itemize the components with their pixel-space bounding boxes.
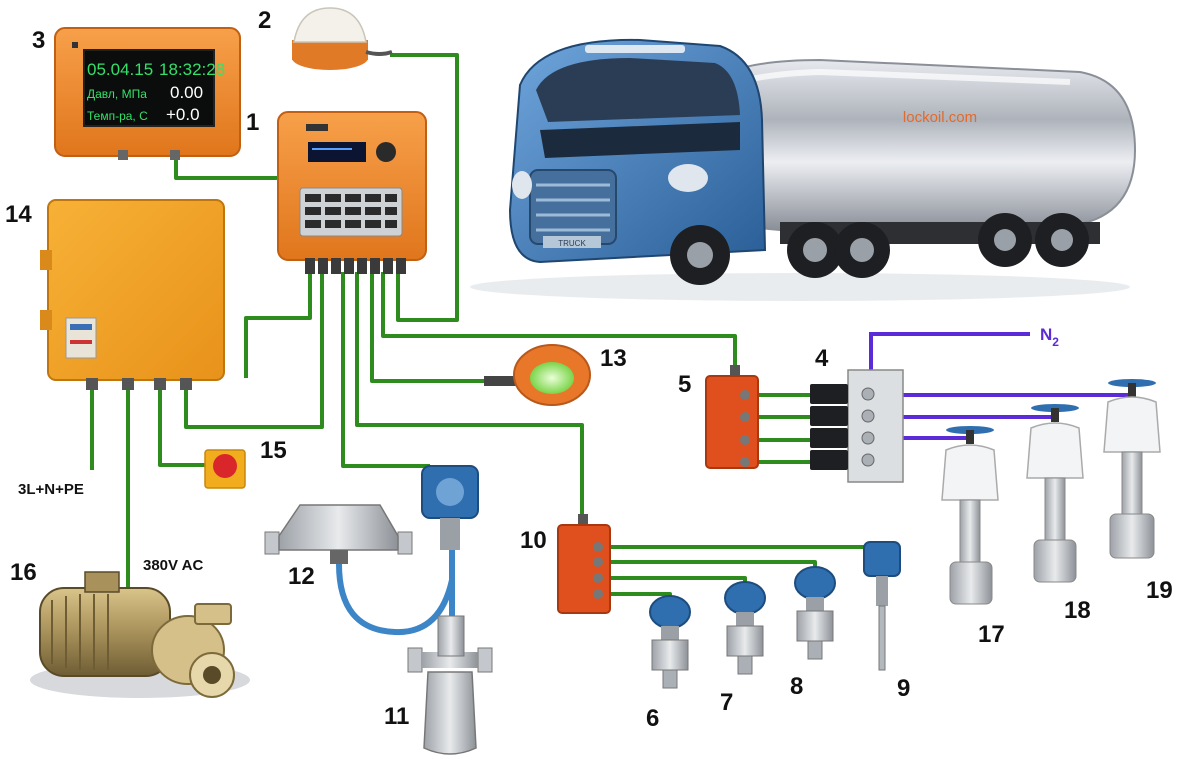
component-number-pump-motor: 16 xyxy=(10,559,37,586)
control-valve-b xyxy=(1026,404,1084,583)
junction-box-a xyxy=(705,365,759,469)
control-valve-a xyxy=(941,426,999,605)
component-number-emergency-stop: 15 xyxy=(260,437,287,464)
wire-controller-to-jbox5 xyxy=(381,272,737,372)
component-number-temperature-sensor: 9 xyxy=(897,675,910,702)
display-row2-label: Темп-ра, С xyxy=(87,109,148,123)
component-number-pressure-transmitter-c: 8 xyxy=(790,673,803,700)
pressure-transmitter-b xyxy=(724,581,766,675)
display-row1-value: 0.00 xyxy=(170,83,203,102)
component-number-junction-box-b: 10 xyxy=(520,527,547,554)
emergency-stop xyxy=(204,449,246,489)
component-number-display-panel: 3 xyxy=(32,27,45,54)
component-number-power-cabinet: 14 xyxy=(5,201,32,228)
temperature-sensor xyxy=(863,541,901,671)
n2-label: N2 xyxy=(1040,325,1059,349)
mass-flowmeter xyxy=(264,504,455,636)
wire-cabinet-to-estop xyxy=(158,388,205,467)
wire-controller-to-cabinet xyxy=(244,272,312,378)
wire-display-to-controller xyxy=(174,150,278,180)
wire-controller-to-lamp xyxy=(370,272,488,383)
component-number-valve-manifold: 4 xyxy=(815,345,829,372)
n2-supply-line xyxy=(869,332,1030,378)
wire-jbox10-to-sensor7 xyxy=(610,576,747,592)
motor-voltage-label: 380V AC xyxy=(143,557,203,574)
display-row2-value: +0.0 xyxy=(166,105,200,124)
component-number-pressure-transmitter-b: 7 xyxy=(720,689,733,716)
component-number-mass-flowmeter: 12 xyxy=(288,563,315,590)
component-number-coriolis-sensor: 11 xyxy=(384,703,409,730)
display-row1-label: Давл, МПа xyxy=(87,87,147,101)
power-cabinet xyxy=(40,199,225,390)
n2-label-sub: 2 xyxy=(1052,335,1059,349)
power-supply-label: 3L+N+PE xyxy=(18,481,84,498)
component-number-junction-box-a: 5 xyxy=(678,371,691,398)
controller xyxy=(277,111,427,274)
signal-wiring xyxy=(90,53,878,604)
pump-motor xyxy=(30,571,250,698)
tanker-truck: TRUCK lockoil.com xyxy=(470,38,1137,301)
junction-box-b xyxy=(557,514,611,614)
diagram-labels: N2 3L+N+PE 380V AC xyxy=(18,325,1059,574)
valve-manifold xyxy=(810,369,904,483)
signal-lamp xyxy=(484,344,591,406)
wire-controller-to-jbox10 xyxy=(355,272,584,520)
nitrogen-lines xyxy=(869,332,1132,440)
coriolis-sensor xyxy=(407,465,493,755)
watermark: lockoil.com xyxy=(903,109,977,126)
display-panel: 05.04.15 18:32:28 Давл, МПа 0.00 Темп-ра… xyxy=(54,27,241,160)
display-time: 18:32:28 xyxy=(159,60,225,79)
component-number-controller: 1 xyxy=(246,109,259,136)
pressure-transmitter-c xyxy=(794,566,836,660)
component-number-gps-antenna: 2 xyxy=(258,7,271,34)
component-number-control-valve-b: 18 xyxy=(1064,597,1091,624)
truck-badge: TRUCK xyxy=(558,239,586,248)
pressure-transmitter-a xyxy=(649,595,691,689)
component-number-control-valve-c: 19 xyxy=(1146,577,1173,604)
gps-antenna xyxy=(292,7,393,70)
wire-gps-to-controller xyxy=(390,53,459,322)
component-number-signal-lamp: 13 xyxy=(600,345,627,372)
n2-label-main: N xyxy=(1040,325,1052,344)
wire-controller-to-flowmeter xyxy=(341,272,430,468)
control-valve-c xyxy=(1103,379,1161,559)
display-date: 05.04.15 xyxy=(87,60,153,79)
wire-controller-to-cabinet-bottom xyxy=(184,272,324,429)
component-number-pressure-transmitter-a: 6 xyxy=(646,705,659,732)
component-number-control-valve-a: 17 xyxy=(978,621,1005,648)
